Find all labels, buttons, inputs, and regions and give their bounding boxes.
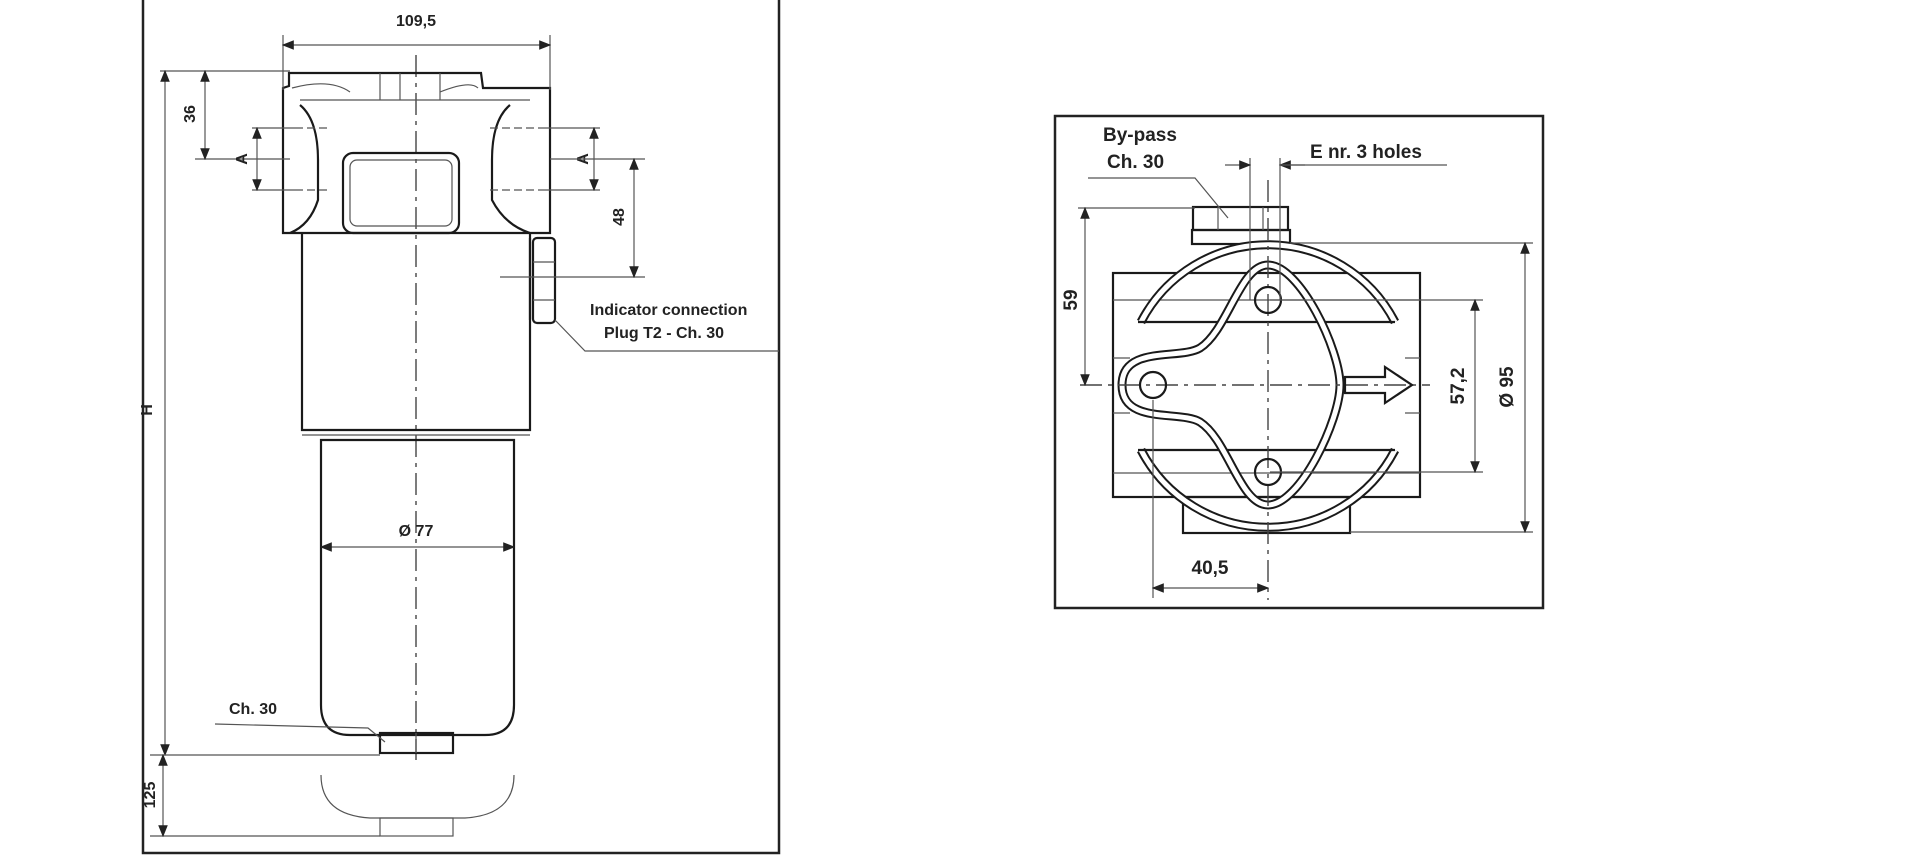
flow-direction-arrow-icon [1343, 364, 1414, 406]
top-view-frame [1053, 114, 1545, 610]
head-dim-label: 36 [182, 105, 199, 123]
top-view-drawing: E nr. 3 holes By-pass Ch. 30 59 57,2 Ø 9… [1053, 114, 1545, 610]
port-label-left: A [234, 153, 251, 165]
bypass-note-line2: Ch. 30 [1107, 152, 1164, 173]
bypass-leader [1088, 177, 1229, 219]
filter-head [281, 71, 552, 235]
indicator-plug [528, 236, 557, 325]
indicator-note-line2: Plug T2 - Ch. 30 [604, 325, 724, 342]
side-view-drawing: 109,5 H 36 A A 48 Indicator connection P… [139, 0, 781, 855]
drain-leader [214, 723, 386, 743]
indicator-leader [554, 319, 779, 352]
bypass-nut [1190, 205, 1292, 246]
offset-dim-label: 40,5 [1192, 558, 1229, 579]
removal-clearance-label: 125 [142, 782, 159, 809]
indicator-note-line1: Indicator connection [590, 302, 747, 319]
filter-body [300, 233, 532, 432]
bowl-diameter-label: Ø 77 [399, 523, 434, 540]
bypass-note-line1: By-pass [1103, 125, 1177, 146]
drain-note: Ch. 30 [229, 701, 277, 718]
filter-bowl [319, 438, 516, 737]
width-dim-label: 109,5 [396, 13, 436, 30]
height-dim-label: H [139, 404, 156, 416]
holes-note: E nr. 3 holes [1310, 142, 1422, 163]
bowl-removal-outline [320, 774, 515, 819]
hole-spacing-dim-label: 57,2 [1448, 368, 1469, 405]
sight-window [341, 151, 461, 235]
side-view-frame [141, 0, 781, 855]
mounting-hole-left [1138, 370, 1168, 400]
diameter-dim-label: Ø 95 [1497, 366, 1518, 408]
indicator-offset-dim-label: 48 [611, 208, 628, 226]
height-dim-59-label: 59 [1061, 289, 1082, 310]
